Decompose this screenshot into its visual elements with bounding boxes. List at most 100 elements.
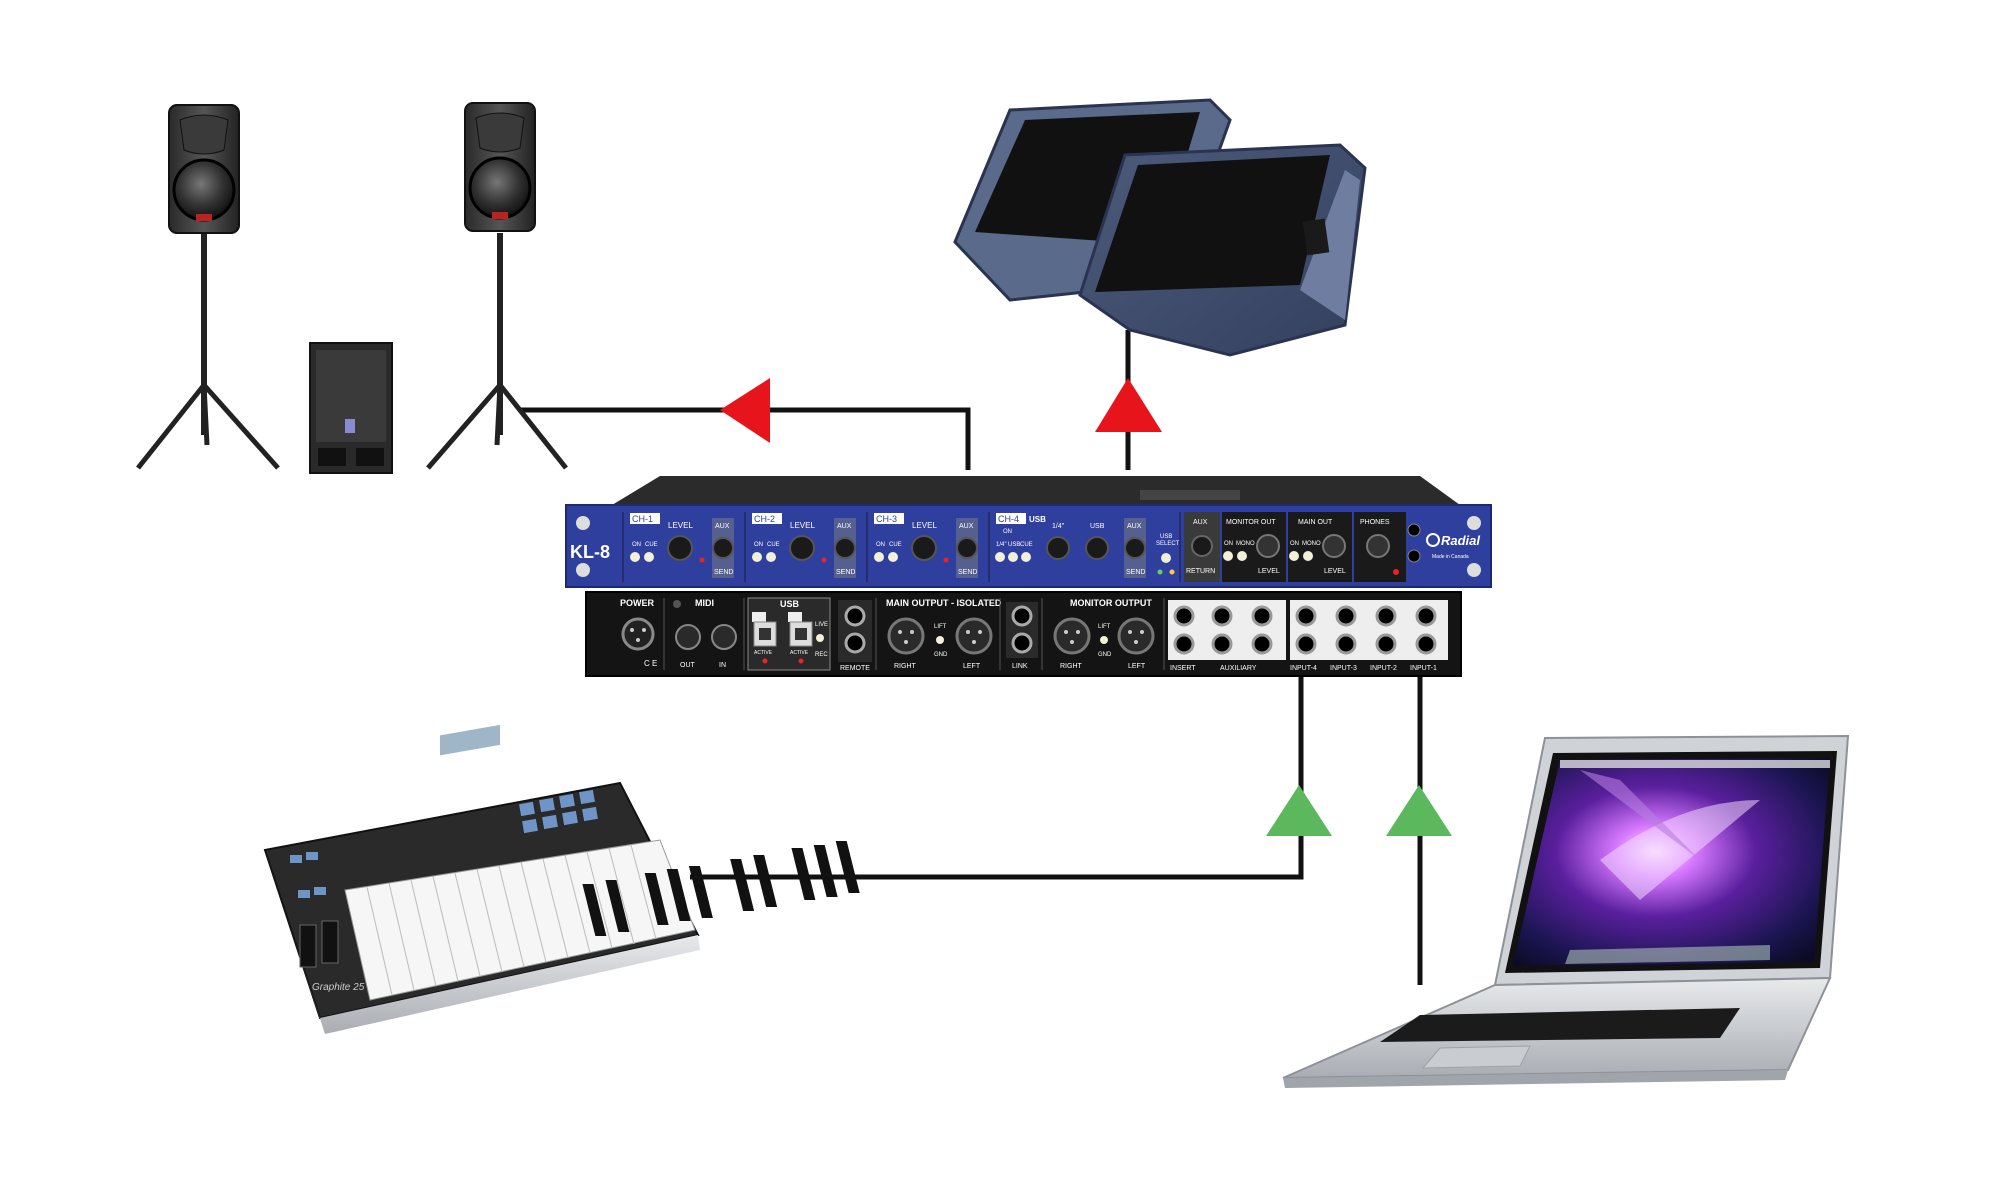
svg-text:AUX: AUX xyxy=(959,523,974,530)
svg-text:ON: ON xyxy=(754,542,763,548)
channel-strip-4: CH-4 USB ON 1/4" USB CUE 1/4" USB AUX SE… xyxy=(995,513,1146,578)
channel-tag: CH-3 xyxy=(876,514,897,524)
svg-text:PHONES: PHONES xyxy=(1360,519,1390,526)
svg-text:ON: ON xyxy=(876,542,885,548)
svg-text:Radial: Radial xyxy=(1441,533,1480,548)
svg-text:ACTIVE: ACTIVE xyxy=(754,650,773,656)
radial-logo: Radial Made in Canada xyxy=(1426,533,1480,560)
svg-text:SELECT: SELECT xyxy=(1156,541,1180,547)
svg-text:INSERT: INSERT xyxy=(1170,665,1196,672)
svg-text:MONITOR OUT: MONITOR OUT xyxy=(1226,519,1276,526)
input-arrow-up-keyboard xyxy=(1266,785,1332,836)
svg-text:LEFT: LEFT xyxy=(1128,663,1146,670)
svg-text:LEVEL: LEVEL xyxy=(668,521,693,530)
usb-select: USB SELECT xyxy=(1156,534,1180,575)
channel-strip-1: CH-1 LEVEL ON CUE AUX SEND xyxy=(630,513,734,578)
svg-text:LIFT: LIFT xyxy=(934,624,947,630)
svg-text:MONO: MONO xyxy=(1302,541,1321,547)
monitor-output-section: MONITOR OUTPUT LIFT GND RIGHT LEFT xyxy=(1053,598,1155,670)
input-1-label: INPUT-1 xyxy=(1410,665,1437,672)
svg-text:RIGHT: RIGHT xyxy=(1060,663,1083,670)
svg-text:ACTIVE: ACTIVE xyxy=(790,650,809,656)
floor-wedge-monitors xyxy=(953,98,1367,357)
svg-text:LEVEL: LEVEL xyxy=(790,521,815,530)
cable-keyboard-to-input xyxy=(690,673,1304,880)
input-4-label: INPUT-4 xyxy=(1290,665,1317,672)
svg-text:LEVEL: LEVEL xyxy=(1258,568,1280,575)
svg-text:OUT: OUT xyxy=(680,662,696,669)
svg-text:USB: USB xyxy=(1160,534,1172,540)
svg-text:SEND: SEND xyxy=(958,569,977,576)
svg-text:AUXILIARY: AUXILIARY xyxy=(1220,665,1257,672)
channel-strip-3: CH-3 LEVEL ON CUE AUX SEND xyxy=(874,513,978,578)
subwoofer xyxy=(309,342,393,474)
channel-tag: CH-4 xyxy=(998,514,1019,524)
svg-text:POWER: POWER xyxy=(620,598,655,608)
svg-text:LEFT: LEFT xyxy=(963,663,981,670)
channel-strip-2: CH-2 LEVEL ON CUE AUX SEND xyxy=(752,513,856,578)
input-3-label: INPUT-3 xyxy=(1330,665,1357,672)
main-out-section: MAIN OUT ON MONO LEVEL xyxy=(1288,512,1352,582)
channel-tag: CH-2 xyxy=(754,514,775,524)
phones-section: PHONES xyxy=(1354,512,1421,582)
input-jacks: INPUT-4 INPUT-3 INPUT-2 INPUT-1 xyxy=(1290,600,1448,672)
svg-text:GND: GND xyxy=(1098,652,1112,658)
svg-text:Made in Canada: Made in Canada xyxy=(1432,554,1469,560)
svg-text:LIFT: LIFT xyxy=(1098,624,1111,630)
model-label: KL-8 xyxy=(570,542,610,562)
svg-text:MAIN OUT: MAIN OUT xyxy=(1298,519,1333,526)
svg-text:SEND: SEND xyxy=(1126,569,1145,576)
channel-tag: CH-1 xyxy=(632,514,653,524)
insert-aux-section: INSERT AUXILIARY xyxy=(1168,600,1286,672)
pa-speaker-left xyxy=(136,104,280,470)
usb-section: USB LIVE REC ACTIVE ACTIVE xyxy=(747,597,831,671)
svg-text:ON: ON xyxy=(632,542,641,548)
svg-text:AUX: AUX xyxy=(1193,519,1208,526)
svg-text:SEND: SEND xyxy=(836,569,855,576)
input-2-label: INPUT-2 xyxy=(1370,665,1397,672)
svg-text:CUE: CUE xyxy=(767,542,780,548)
midi-keyboard: Graphite 25 xyxy=(263,724,860,1034)
pa-speaker-right xyxy=(426,102,568,470)
svg-text:IN: IN xyxy=(719,662,726,669)
svg-text:LIVE: LIVE xyxy=(815,622,828,628)
midi-section: MIDI OUT IN xyxy=(673,598,737,669)
svg-text:C E: C E xyxy=(644,659,657,668)
output-arrow-up xyxy=(1095,378,1162,432)
svg-text:MONO: MONO xyxy=(1236,541,1255,547)
mixer-rear-panel: POWER C E MIDI OUT IN USB LIVE xyxy=(585,591,1462,677)
aux-return: AUX RETURN xyxy=(1184,512,1220,582)
keyboard-brand: Graphite 25 xyxy=(312,982,365,993)
svg-text:REMOTE: REMOTE xyxy=(840,665,870,672)
svg-text:ON: ON xyxy=(1290,541,1299,547)
svg-text:MAIN OUTPUT - ISOLATED: MAIN OUTPUT - ISOLATED xyxy=(886,598,1002,608)
monitor-out-section: MONITOR OUT ON MONO LEVEL xyxy=(1222,512,1286,582)
cable-main-to-pa xyxy=(520,407,971,470)
power-section: POWER C E xyxy=(620,598,657,668)
svg-text:1/4": 1/4" xyxy=(996,542,1006,548)
svg-text:CUE: CUE xyxy=(645,542,658,548)
svg-text:USB: USB xyxy=(1029,515,1046,524)
svg-text:LEVEL: LEVEL xyxy=(1324,568,1346,575)
svg-text:USB: USB xyxy=(780,599,800,609)
mixer-front-panel: KL-8 CH-1 LEVEL ON CUE AUX SEND CH-2 LEV… xyxy=(565,476,1492,588)
svg-text:LINK: LINK xyxy=(1012,663,1028,670)
svg-text:RETURN: RETURN xyxy=(1186,568,1215,575)
svg-text:GND: GND xyxy=(934,652,948,658)
svg-text:ON: ON xyxy=(1003,529,1012,535)
svg-text:AUX: AUX xyxy=(837,523,852,530)
main-output-section: MAIN OUTPUT - ISOLATED LIFT GND RIGHT LE… xyxy=(886,598,1002,670)
svg-text:ON: ON xyxy=(1224,541,1233,547)
svg-text:AUX: AUX xyxy=(715,523,730,530)
svg-text:CUE: CUE xyxy=(1020,542,1033,548)
svg-text:USB: USB xyxy=(1008,542,1020,548)
link-section: LINK xyxy=(1006,602,1038,670)
svg-text:1/4": 1/4" xyxy=(1052,523,1065,530)
output-arrow-left xyxy=(720,378,770,443)
svg-text:MONITOR OUTPUT: MONITOR OUTPUT xyxy=(1070,598,1152,608)
svg-text:USB: USB xyxy=(1090,523,1105,530)
remote-section: REMOTE xyxy=(838,600,872,672)
svg-text:MIDI: MIDI xyxy=(695,598,714,608)
svg-text:RIGHT: RIGHT xyxy=(894,663,917,670)
